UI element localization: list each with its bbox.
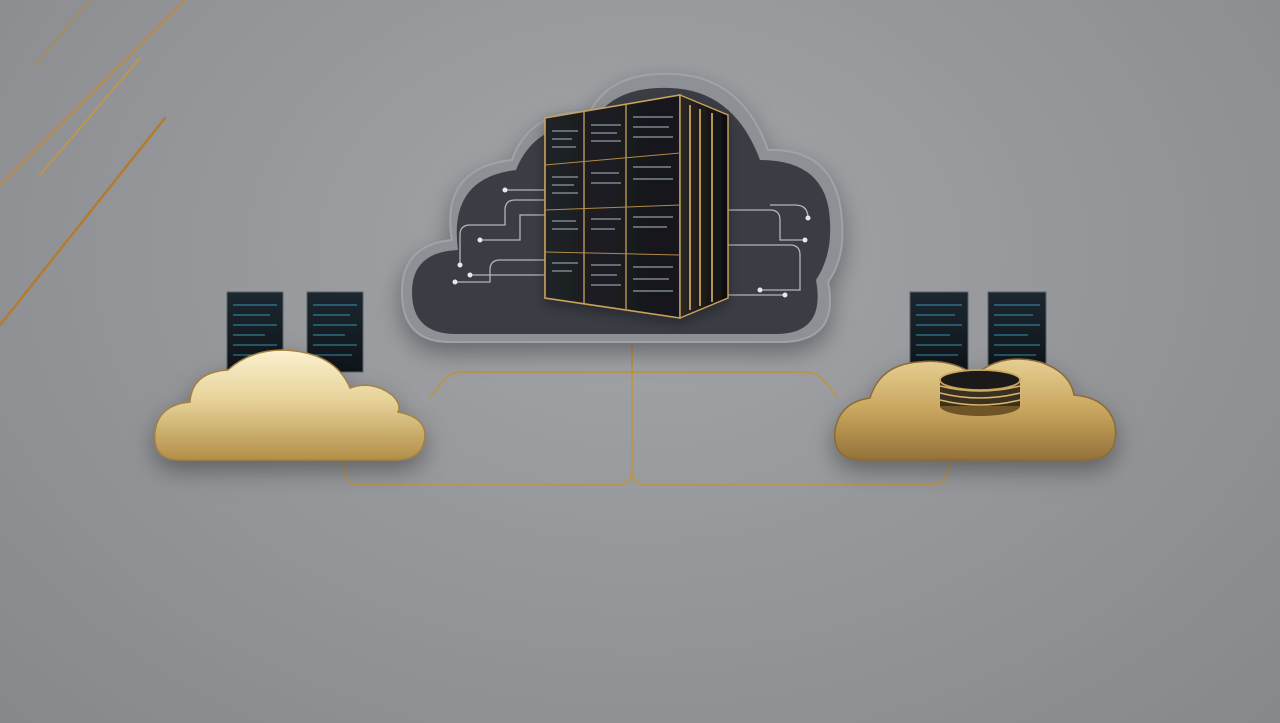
left-gold-cloud (153, 349, 426, 461)
circuit-nodes (452, 187, 811, 298)
gold-disk-stack (939, 369, 1021, 416)
circuit-traces (455, 189, 809, 296)
small-server-panels-right (909, 291, 1047, 371)
gold-accent-streaks (0, 0, 187, 327)
gold-connector-lines (344, 345, 949, 486)
server-rack (544, 93, 729, 320)
